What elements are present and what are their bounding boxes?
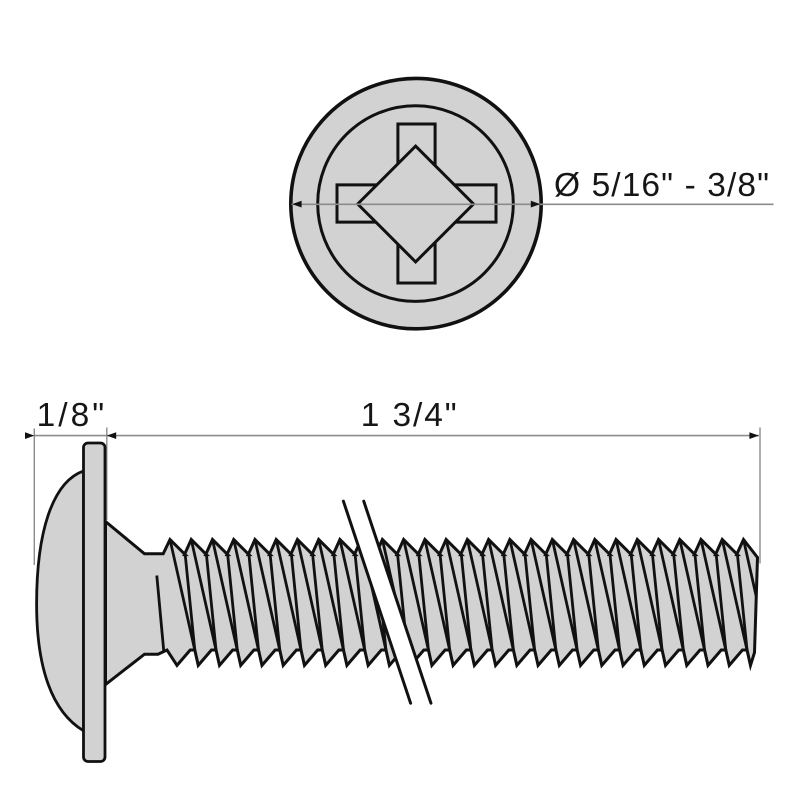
svg-text:1 3/4": 1 3/4"	[361, 397, 459, 434]
svg-text:1/8": 1/8"	[37, 397, 107, 434]
svg-text:Ø 5/16" - 3/8": Ø 5/16" - 3/8"	[554, 167, 770, 204]
